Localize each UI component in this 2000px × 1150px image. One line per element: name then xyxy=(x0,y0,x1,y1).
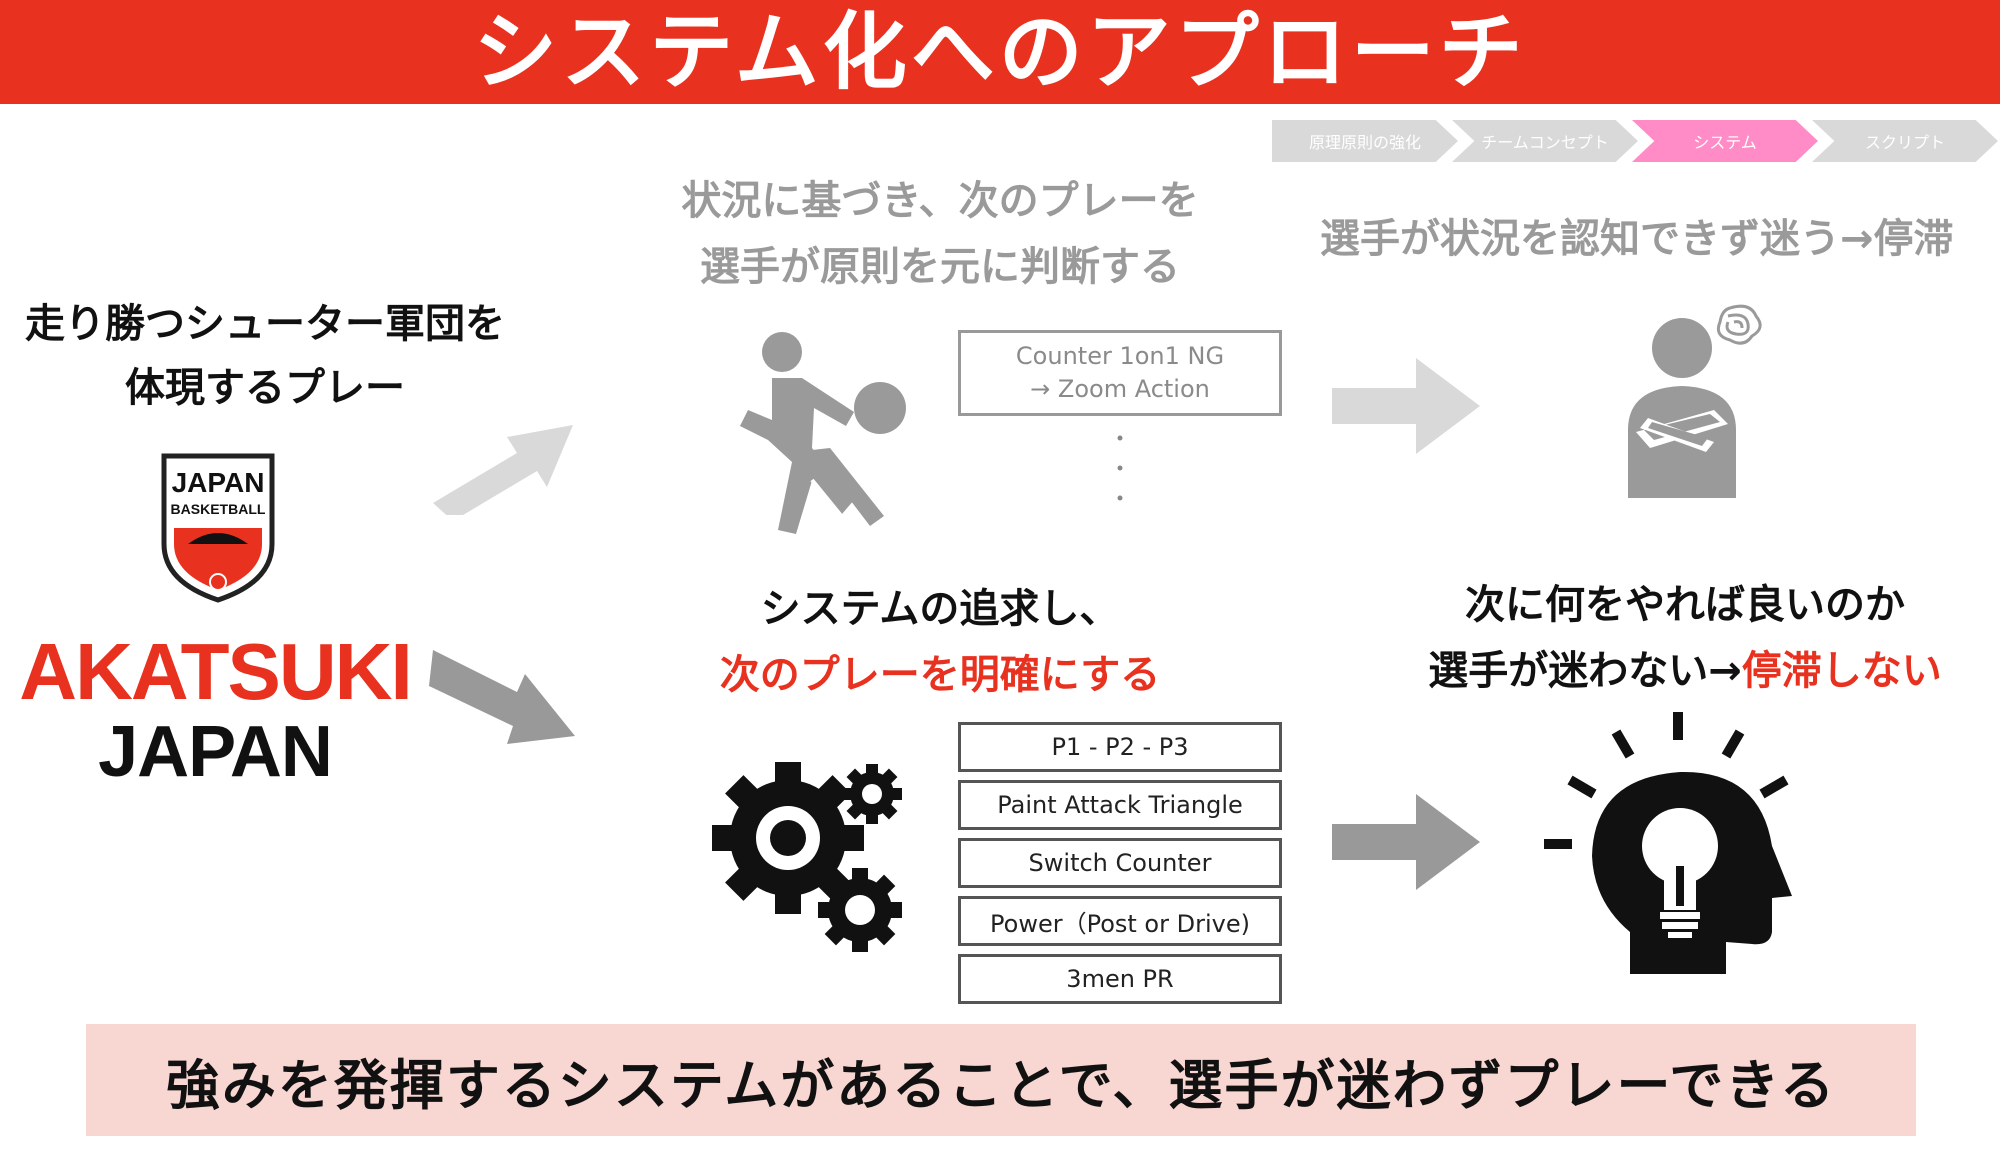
breadcrumb-step-label: チームコンセプト xyxy=(1481,133,1609,152)
idea-head-icon xyxy=(1544,712,1792,974)
system-item: Paint Attack Triangle xyxy=(958,780,1282,830)
japan-basketball-badge: JAPAN BASKETBALL xyxy=(161,453,275,603)
arrow-down-right-icon xyxy=(429,650,575,744)
ellipsis-icon xyxy=(1117,435,1123,501)
counter-box-line1: Counter 1on1 NG xyxy=(1015,342,1225,370)
left-caption: 走り勝つシューター軍団を 体現するプレー xyxy=(0,292,530,420)
logo-line2: JAPAN xyxy=(98,712,333,792)
bottom-heading-line1: システムの追求し、 xyxy=(760,586,1120,632)
system-item-label: 3men PR xyxy=(1066,965,1174,993)
top-heading-line1: 状況に基づき、次のプレーを xyxy=(681,178,1199,224)
page-title: システム化へのアプローチ xyxy=(473,3,1527,101)
counter-box: Counter 1on1 NG → Zoom Action xyxy=(958,330,1282,416)
bottom-heading-line2: 次のプレーを明確にする xyxy=(719,652,1161,698)
system-item-label: Switch Counter xyxy=(1028,849,1212,877)
top-heading: 状況に基づき、次のプレーを 選手が原則を元に判断する xyxy=(610,168,1270,300)
top-heading-line2: 選手が原則を元に判断する xyxy=(700,244,1180,290)
bottom-result-line2a: 選手が迷わない→ xyxy=(1428,648,1742,694)
system-item: P1 - P2 - P3 xyxy=(958,722,1282,772)
breadcrumb-step-label: 原理原則の強化 xyxy=(1308,133,1421,152)
arrow-up-right-icon xyxy=(433,425,573,515)
top-result: 選手が状況を認知できず迷う→停滞 xyxy=(1320,216,1954,262)
bottom-result: 次に何をやれば良いのか 選手が迷わない→停滞しない xyxy=(1370,572,2000,704)
bottom-result-line2b: 停滞しない xyxy=(1741,648,1942,694)
summary-banner: 強みを発揮するシステムがあることで、選手が迷わずプレーできる xyxy=(86,1024,1916,1136)
arrow-right-dark-icon xyxy=(1332,794,1480,890)
system-item: 3men PR xyxy=(958,954,1282,1004)
breadcrumb-step-label: システム xyxy=(1693,133,1757,152)
left-caption-line1: 走り勝つシューター軍団を xyxy=(25,301,505,347)
bottom-result-line1: 次に何をやれば良いのか xyxy=(1465,582,1905,628)
summary-text: 強みを発揮するシステムがあることで、選手が迷わずプレーできる xyxy=(165,1053,1837,1117)
breadcrumb-step-concept[interactable]: チームコンセプト xyxy=(1452,120,1638,162)
system-item-label: P1 - P2 - P3 xyxy=(1051,733,1189,761)
badge-bottom-text: BASKETBALL xyxy=(171,501,266,517)
system-item: Switch Counter xyxy=(958,838,1282,888)
gears-icon xyxy=(712,762,902,952)
dribbling-player-icon xyxy=(740,332,906,536)
counter-box-line2: → Zoom Action xyxy=(1030,375,1210,403)
logo-line1: AKATSUKI xyxy=(19,627,412,716)
bottom-heading: システムの追求し、 次のプレーを明確にする xyxy=(610,576,1270,708)
breadcrumb-step-principles[interactable]: 原理原則の強化 xyxy=(1272,120,1458,162)
akatsuki-logo: AKATSUKI JAPAN xyxy=(0,627,430,792)
system-item-label: Power（Post or Drive) xyxy=(990,909,1250,938)
left-caption-line2: 体現するプレー xyxy=(125,365,405,411)
arrow-right-light-icon xyxy=(1332,358,1480,454)
breadcrumb-step-script[interactable]: スクリプト xyxy=(1812,120,1998,162)
title-bar: システム化へのアプローチ xyxy=(0,0,2000,104)
breadcrumb-step-system[interactable]: システム xyxy=(1632,120,1818,162)
system-item-label: Paint Attack Triangle xyxy=(997,791,1243,819)
badge-top-text: JAPAN xyxy=(172,467,265,498)
system-item: Power（Post or Drive) xyxy=(958,896,1282,946)
breadcrumb: 原理原則の強化 チームコンセプト システム スクリプト xyxy=(1272,120,2000,162)
counter-box-text: Counter 1on1 NG → Zoom Action xyxy=(1016,340,1224,406)
confused-person-icon xyxy=(1628,304,1762,498)
breadcrumb-step-label: スクリプト xyxy=(1864,133,1945,152)
